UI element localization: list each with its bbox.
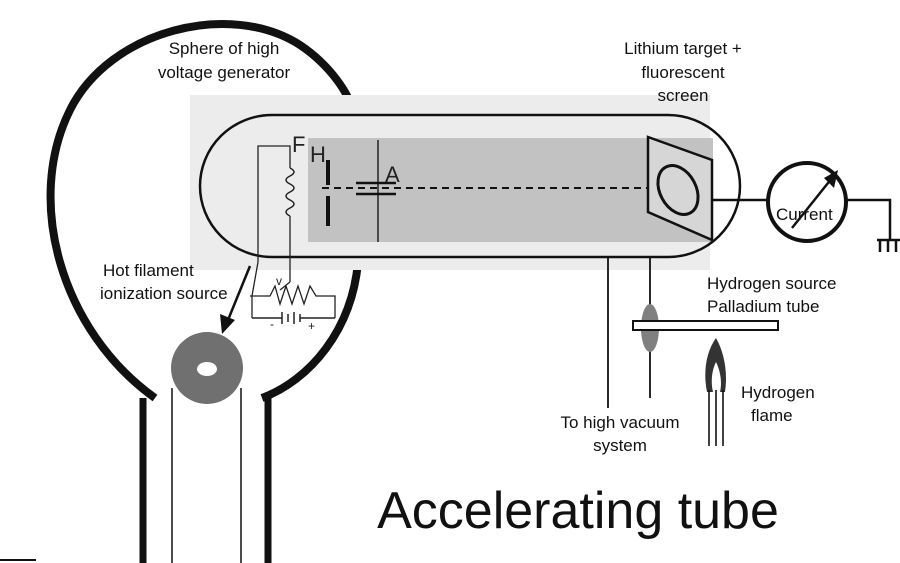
photo-inset-gray	[308, 138, 713, 242]
flame-label-2: flame	[751, 406, 793, 425]
battery-plus: +	[308, 319, 315, 333]
hsource-label-2: Palladium tube	[707, 297, 819, 316]
target-label-2: fluorescent	[641, 63, 724, 82]
ground-wire	[846, 198, 892, 240]
hydrogen-flame-inner	[711, 362, 721, 392]
filament-label-1: Hot filament	[103, 261, 194, 280]
hsource-label-1: Hydrogen source	[707, 274, 836, 293]
filament-arrow-head	[220, 314, 235, 334]
vacuum-label-1: To high vacuum	[560, 413, 679, 432]
diagram-title: Accelerating tube	[377, 482, 779, 540]
sphere-label-2: voltage generator	[158, 63, 291, 82]
vacuum-label-2: system	[593, 436, 647, 455]
hydrogen-letter: H	[310, 142, 326, 167]
sphere-label-1: Sphere of high	[169, 39, 280, 58]
generator-sphere	[46, 20, 356, 402]
meter-needle-head	[824, 170, 838, 188]
battery-cells	[252, 312, 335, 324]
filament-label-2: ionization source	[100, 284, 228, 303]
flame-label-1: Hydrogen	[741, 383, 815, 402]
current-meter	[766, 161, 848, 243]
filament-letter: F	[292, 132, 305, 157]
target-label-3: screen	[657, 86, 708, 105]
anode-letter: A	[385, 162, 400, 187]
filament-arrow-line	[226, 265, 252, 321]
accelerating-tube-body	[198, 113, 742, 259]
lithium-target-screen	[646, 135, 714, 242]
meter-needle	[791, 177, 833, 229]
filament-wire	[257, 145, 291, 262]
palladium-tube	[632, 320, 779, 331]
rheostat-letter: v	[276, 274, 282, 288]
ion-source-hole	[197, 362, 217, 376]
generator-sphere-right	[260, 261, 362, 402]
battery-minus: -	[270, 317, 274, 331]
meter-label: Current	[776, 205, 833, 224]
fluorescent-spot	[656, 164, 700, 216]
target-label-1: Lithium target +	[624, 39, 742, 58]
rheostat-wires	[250, 261, 336, 318]
ground-symbol	[877, 238, 900, 252]
filament-coil	[285, 167, 295, 217]
